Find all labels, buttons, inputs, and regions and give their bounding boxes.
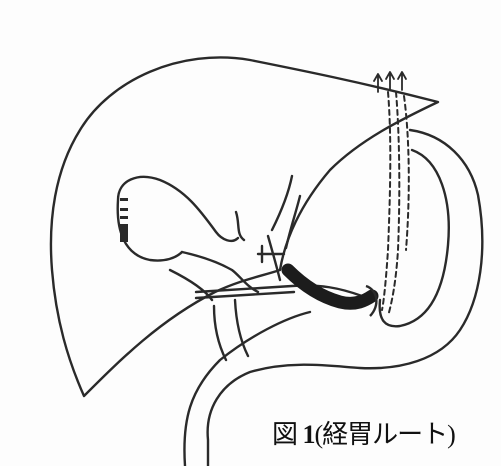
caption-number: 1: [303, 420, 315, 449]
dashed-tube-1: [382, 92, 390, 310]
arrow-3: [398, 72, 406, 90]
arrow-1: [374, 74, 382, 92]
hepatic-duct: [272, 176, 300, 248]
caption-prefix: 図: [272, 420, 303, 449]
common-bile-duct: [170, 212, 258, 300]
figure-caption: 図 1(経胃ルート): [272, 414, 501, 451]
duodenum-line-2: [214, 306, 226, 360]
gallbladder: [118, 177, 238, 261]
arrow-2: [386, 72, 394, 90]
caption-suffix: (経胃ルート): [315, 420, 455, 449]
clip-markers: [120, 198, 128, 242]
